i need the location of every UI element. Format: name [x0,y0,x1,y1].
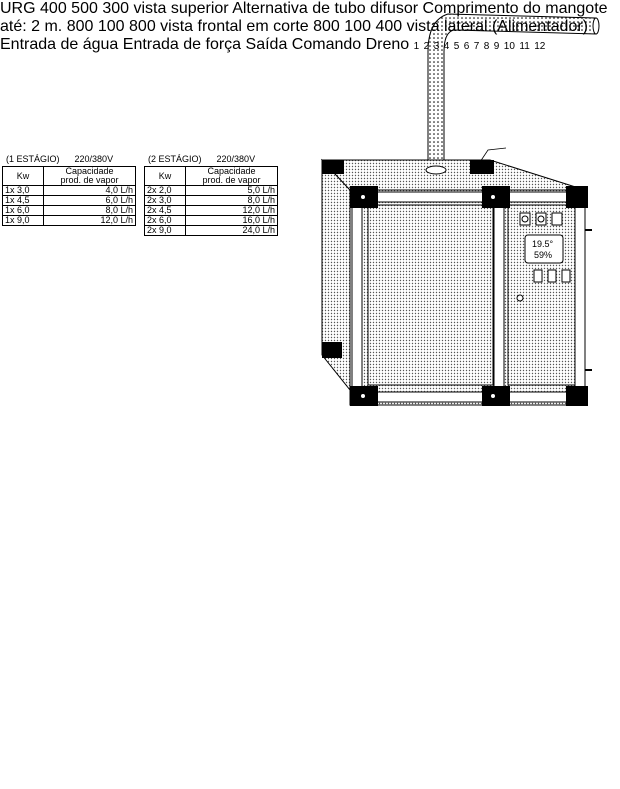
control-switches [519,212,563,226]
terminal-block: 800 100 800 vista frontal em corte [67,18,313,35]
callout-6-label: 6 [463,41,470,52]
label-water-inlet: Entrada de água [0,36,119,53]
steam-cylinder: 800 100 800 vista frontal em corte [67,18,313,35]
col-capacity-line1: Capacidade [207,166,256,176]
label-command-output: Saída Comando [245,36,362,53]
thermo-hygrometer-display: 19.5° 59% [524,234,564,264]
callout-7-label: 7 [473,41,480,52]
callout-10-label: 10 [503,41,515,52]
steam-tube [427,13,600,169]
col-capacity-line2: prod. de vapor [60,175,119,185]
callout-11-label: 11 [519,41,530,52]
brand-logo: URG [0,0,36,17]
callout-1: 1 [414,36,424,53]
callout-5-label: 5 [453,41,460,52]
col-capacity-line1: Capacidade [65,166,114,176]
callout-7: 7 [474,36,484,53]
frame-post [574,191,586,403]
label-drain: Dreno [365,36,410,53]
front-dim-height: 800 [66,18,94,35]
callout-2-label: 2 [423,41,430,52]
top-dim-b: 300 [102,0,130,17]
callout-6: 6 [464,36,474,53]
isometric-view: 19.5° 59% [320,13,600,406]
side-dim-height: 800 [313,18,340,35]
cell-cap: 24,0 L/h [185,225,278,236]
callout-12-label: 12 [534,41,546,52]
table1-stage: (1 ESTÁGIO) [6,154,60,164]
frame-post [493,191,505,403]
side-dim-width: 400 [375,18,403,35]
front-dim-base: 100 [97,18,125,35]
corner-block [322,160,344,174]
col-capacity-line2: prod. de vapor [202,175,261,185]
contactor: 800 100 800 vista frontal em corte [67,18,313,35]
callout-9: 9 [494,36,504,53]
callout-12: 12 [534,36,545,53]
callout-5: 5 [454,36,464,53]
callout-1-label: 1 [413,41,420,52]
front-view-caption: vista frontal em corte [160,18,309,35]
table2-voltage: 220/380V [216,154,256,164]
side-dim-base: 100 [344,18,371,35]
corner-block [566,386,588,406]
callout-8-label: 8 [483,41,490,52]
top-view: 400 500 300 vista superior [40,0,232,17]
note-alt-diffuser: Alternativa de tubo difusor [232,0,419,17]
box-top-face [320,159,586,191]
front-section-view: 800 100 800 vista frontal em corte [67,18,313,35]
callout-11: 11 [519,36,534,53]
note-hose-length: Comprimento do mangote até: 2 m. [0,0,608,35]
corner-block [470,160,494,174]
top-dim-height: 400 [40,0,67,17]
callout-4-label: 4 [443,41,450,52]
display-humidity: 59% [534,250,552,260]
y-diffuser-tube: Alternativa de tubo difusor Comprimento … [0,0,608,35]
front-dim-width: 800 [129,18,156,35]
cell-cap: 12,0 L/h [43,215,136,226]
top-view-caption: vista superior [133,0,229,17]
corner-block [322,342,342,358]
frame-rail [351,191,586,203]
table2-title: (2 ESTÁGIO) 220/380V [148,154,255,164]
table1-voltage: 220/380V [74,154,114,164]
top-dim-a: 500 [71,0,98,17]
table1-title: (1 ESTÁGIO) 220/380V [6,154,113,164]
table2-stage: (2 ESTÁGIO) [148,154,202,164]
corner-block [566,186,588,208]
panel-lock [516,294,524,302]
callout-8: 8 [484,36,494,53]
indicator-lights [533,269,571,283]
display-temperature: 19.5° [532,239,554,249]
callout-9-label: 9 [493,41,500,52]
callout-10: 10 [504,36,520,53]
frame-rail [351,391,586,403]
label-power-inlet: Entrada de força [122,36,242,53]
callout-4: 4 [444,36,454,53]
door-panel [367,204,494,386]
frame-post [351,191,363,403]
callout-2: 2 [424,36,434,53]
insulated-tube: 800 100 800 vista frontal em corte [67,18,313,35]
